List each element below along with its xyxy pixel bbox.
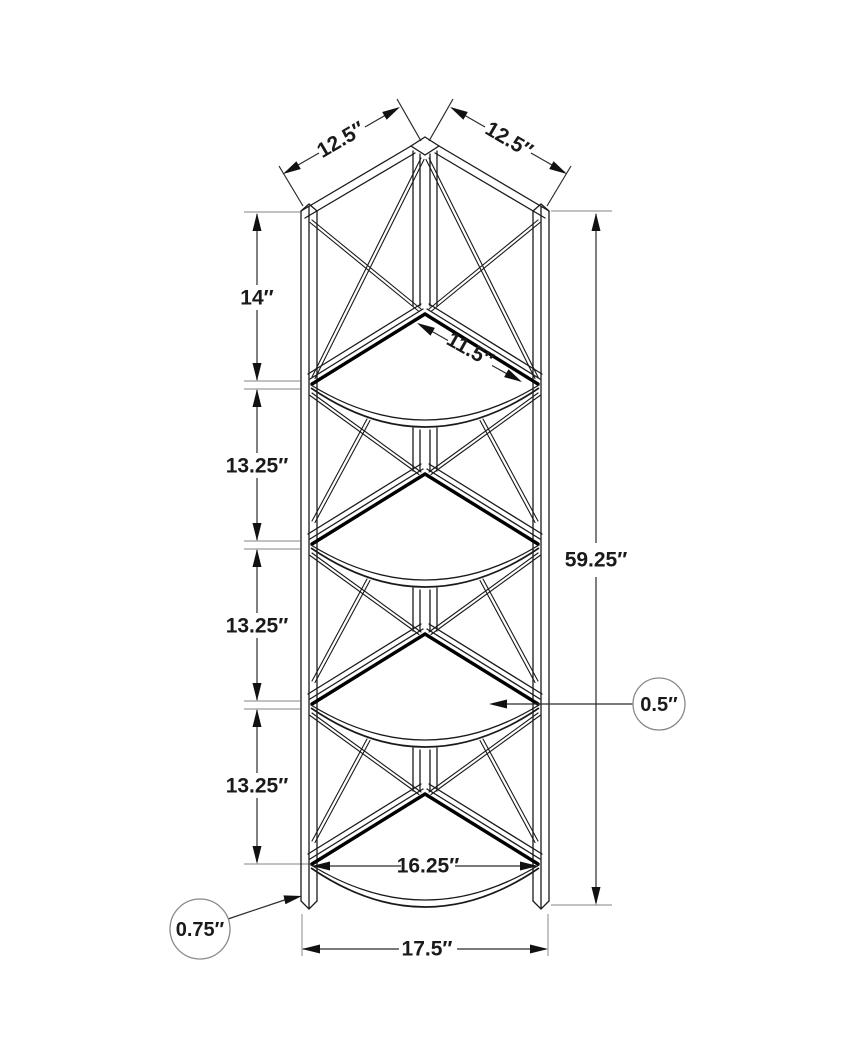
top-rails — [300, 145, 550, 219]
cross-braces — [309, 157, 541, 844]
dimension-labels: 12.5″ 12.5″ 14″ 13.25″ 13.25″ 13.25″ 11.… — [176, 117, 678, 960]
post-top-cap — [300, 203, 318, 212]
leg-arrow — [283, 895, 302, 905]
outer-post-right — [532, 203, 550, 910]
thickness-callout-circle — [632, 677, 686, 731]
shelf-1 — [307, 303, 543, 428]
extension-lines — [244, 210, 612, 956]
leg-leader — [227, 898, 287, 920]
shelf-3 — [307, 623, 543, 748]
dim-label-section3-height: 13.25″ — [226, 615, 289, 638]
outer-post-left — [300, 203, 318, 910]
dim-label-bottom-shelf-width: 16.25″ — [397, 855, 460, 878]
shelf-unit-structure — [300, 136, 550, 910]
post-top-cap — [532, 203, 550, 212]
leg-callout-circle — [169, 898, 231, 960]
corner-post — [409, 136, 441, 792]
dim-label-total-height: 59.25″ — [565, 549, 628, 572]
dim-label-section4-height: 13.25″ — [226, 775, 289, 798]
corner-post-top-face — [409, 136, 441, 156]
dim-label-top-right-width: 12.5″ — [481, 117, 537, 163]
dimension-arrows — [252, 107, 601, 954]
shelf-2 — [307, 463, 543, 588]
post-foot — [300, 900, 318, 910]
dim-label-section1-height: 14″ — [240, 287, 273, 310]
post-foot — [532, 900, 550, 910]
thickness-arrow — [489, 699, 507, 709]
callout-label-leg-thickness: 0.75″ — [176, 919, 225, 941]
dim-label-shelf-depth: 11.5″ — [443, 328, 498, 372]
dim-label-overall-width: 17.5″ — [402, 938, 453, 961]
dim-label-top-left-width: 12.5″ — [313, 117, 369, 163]
dim-label-section2-height: 13.25″ — [226, 455, 289, 478]
callout-label-shelf-thickness: 0.5″ — [640, 694, 678, 716]
shelves — [307, 303, 543, 908]
shelf-4 — [307, 783, 543, 908]
